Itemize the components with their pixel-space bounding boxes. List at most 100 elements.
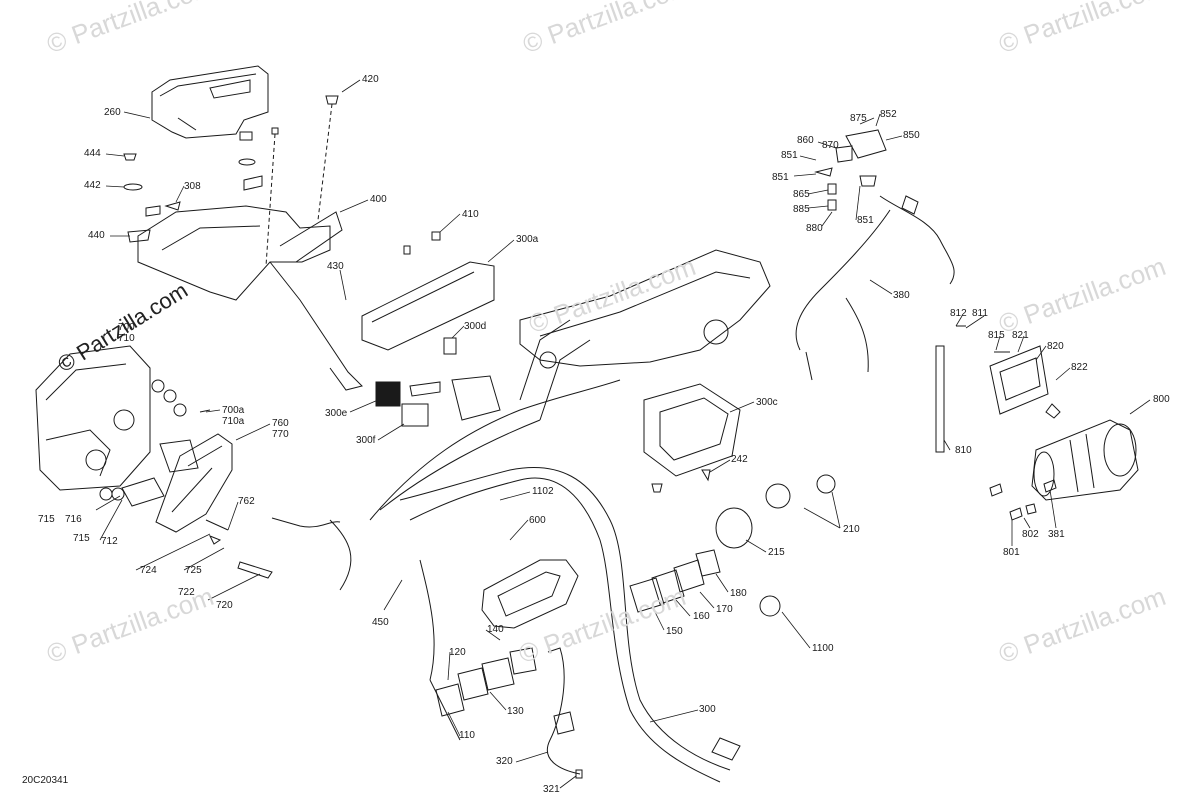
callout-label: 215 xyxy=(768,547,785,558)
callout-label: 180 xyxy=(730,588,747,599)
callout-label: 851 xyxy=(781,150,798,161)
leader-line xyxy=(499,491,531,501)
callout-label: 260 xyxy=(104,107,121,118)
document-code: 20C20341 xyxy=(22,775,69,786)
callout-label: 821 xyxy=(1012,330,1029,341)
callout-label: 410 xyxy=(462,209,479,220)
callout-label: 420 xyxy=(362,74,379,85)
callout-label: 120 xyxy=(449,647,466,658)
leader-line xyxy=(175,185,185,203)
callout-label: 600 xyxy=(529,515,546,526)
callout-label: 210 xyxy=(843,524,860,535)
leader-line xyxy=(105,185,125,188)
leader-line xyxy=(729,401,755,413)
leader-line xyxy=(377,423,405,441)
callout-label: 722 xyxy=(178,587,195,598)
bottom-connector-parts xyxy=(435,647,583,779)
leader-line xyxy=(99,499,123,541)
leader-line xyxy=(487,239,515,263)
leader-line xyxy=(817,141,837,149)
callout-label: 430 xyxy=(327,261,344,272)
leader-line xyxy=(1055,367,1071,381)
callout-label: 715 xyxy=(73,533,90,544)
leader-lines xyxy=(95,79,1151,789)
leader-line xyxy=(105,153,125,157)
leader-line xyxy=(745,539,767,553)
callout-label: 700 xyxy=(118,322,135,333)
callout-label: 381 xyxy=(1048,529,1065,540)
leader-line xyxy=(383,579,403,611)
leader-line xyxy=(1023,517,1031,529)
leader-line xyxy=(205,409,221,413)
leader-line xyxy=(235,423,271,441)
callout-label: 885 xyxy=(793,204,810,215)
callout-label: 160 xyxy=(693,611,710,622)
leader-line xyxy=(821,211,833,227)
leader-line xyxy=(965,315,985,329)
leader-line xyxy=(489,691,507,711)
callout-label: 762 xyxy=(238,496,255,507)
callout-label: 720 xyxy=(216,600,233,611)
callout-label: 850 xyxy=(903,130,920,141)
headlight-bracket-part xyxy=(361,231,495,351)
misc-bolt-parts xyxy=(989,403,1061,521)
leader-line xyxy=(955,315,963,327)
leader-line xyxy=(855,185,861,221)
callout-label: 444 xyxy=(84,148,101,159)
leader-line xyxy=(135,533,211,571)
leader-line xyxy=(183,547,225,571)
callout-label: 724 xyxy=(140,565,157,576)
leader-line xyxy=(803,507,841,529)
winch-wiring-part xyxy=(795,129,955,381)
callout-label: 320 xyxy=(496,756,513,767)
leader-line xyxy=(447,711,461,737)
gauge-cluster-part xyxy=(481,559,579,629)
callout-label: 851 xyxy=(857,215,874,226)
callout-label: 380 xyxy=(893,290,910,301)
callout-label: 802 xyxy=(1022,529,1039,540)
connector-parts xyxy=(375,337,501,427)
fairlead-part xyxy=(935,325,1049,453)
callout-label: 300a xyxy=(516,234,539,245)
leader-line xyxy=(875,113,881,127)
leader-line xyxy=(515,751,549,763)
main-harness-part xyxy=(271,319,741,783)
headlamp-housing-part xyxy=(519,249,771,369)
leader-line xyxy=(649,709,699,723)
leader-line xyxy=(709,459,731,473)
screw-parts xyxy=(123,95,339,267)
leader-line xyxy=(831,491,841,529)
leader-line xyxy=(339,269,347,301)
callout-label: 321 xyxy=(543,784,560,795)
leader-line xyxy=(349,399,379,413)
leader-line xyxy=(207,573,261,601)
callout-label: 865 xyxy=(793,189,810,200)
callout-label: 880 xyxy=(806,223,823,234)
callout-label: 716 xyxy=(65,514,82,525)
leader-line xyxy=(807,189,829,195)
callout-label: 710a xyxy=(222,416,245,427)
callout-label: 760 xyxy=(272,418,289,429)
callout-label: 1100 xyxy=(812,643,834,654)
callout-label: 800 xyxy=(1153,394,1170,405)
callout-label: 110 xyxy=(459,730,475,741)
callout-label: 815 xyxy=(988,330,1005,341)
leader-line xyxy=(123,111,151,119)
leader-line xyxy=(1049,489,1057,529)
leader-line xyxy=(781,611,811,649)
callout-label: 860 xyxy=(797,135,814,146)
callout-label: 801 xyxy=(1003,547,1020,558)
callout-label: 400 xyxy=(370,194,387,205)
callout-label: 242 xyxy=(731,454,748,465)
leader-line xyxy=(715,573,729,593)
headlight-left-part xyxy=(35,345,151,491)
callout-label: 300c xyxy=(756,397,778,408)
callout-label: 1102 xyxy=(532,486,554,497)
callout-label: 820 xyxy=(1047,341,1064,352)
leader-line xyxy=(559,775,577,789)
callout-label: 300f xyxy=(356,435,376,446)
callout-label: 812 xyxy=(950,308,967,319)
leader-line xyxy=(509,519,529,541)
leader-line xyxy=(1129,399,1151,415)
